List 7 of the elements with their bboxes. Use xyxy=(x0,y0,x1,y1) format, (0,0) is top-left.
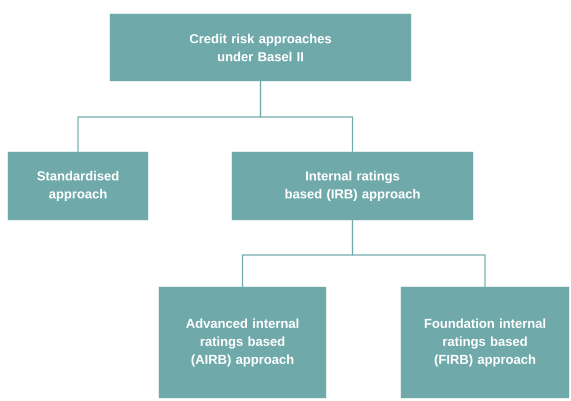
connector-line xyxy=(352,220,486,287)
approach-box: Internal ratings based (IRB) approach xyxy=(232,152,474,220)
connector-line xyxy=(260,81,354,152)
approach-box: Foundation internal ratings based (FIRB) approach xyxy=(400,286,570,398)
approach-box: Standardised approach xyxy=(8,152,148,220)
approach-box: Credit risk approaches under Basel II xyxy=(110,14,412,82)
approach-box: Advanced internal ratings based (AIRB) approach xyxy=(158,286,326,398)
